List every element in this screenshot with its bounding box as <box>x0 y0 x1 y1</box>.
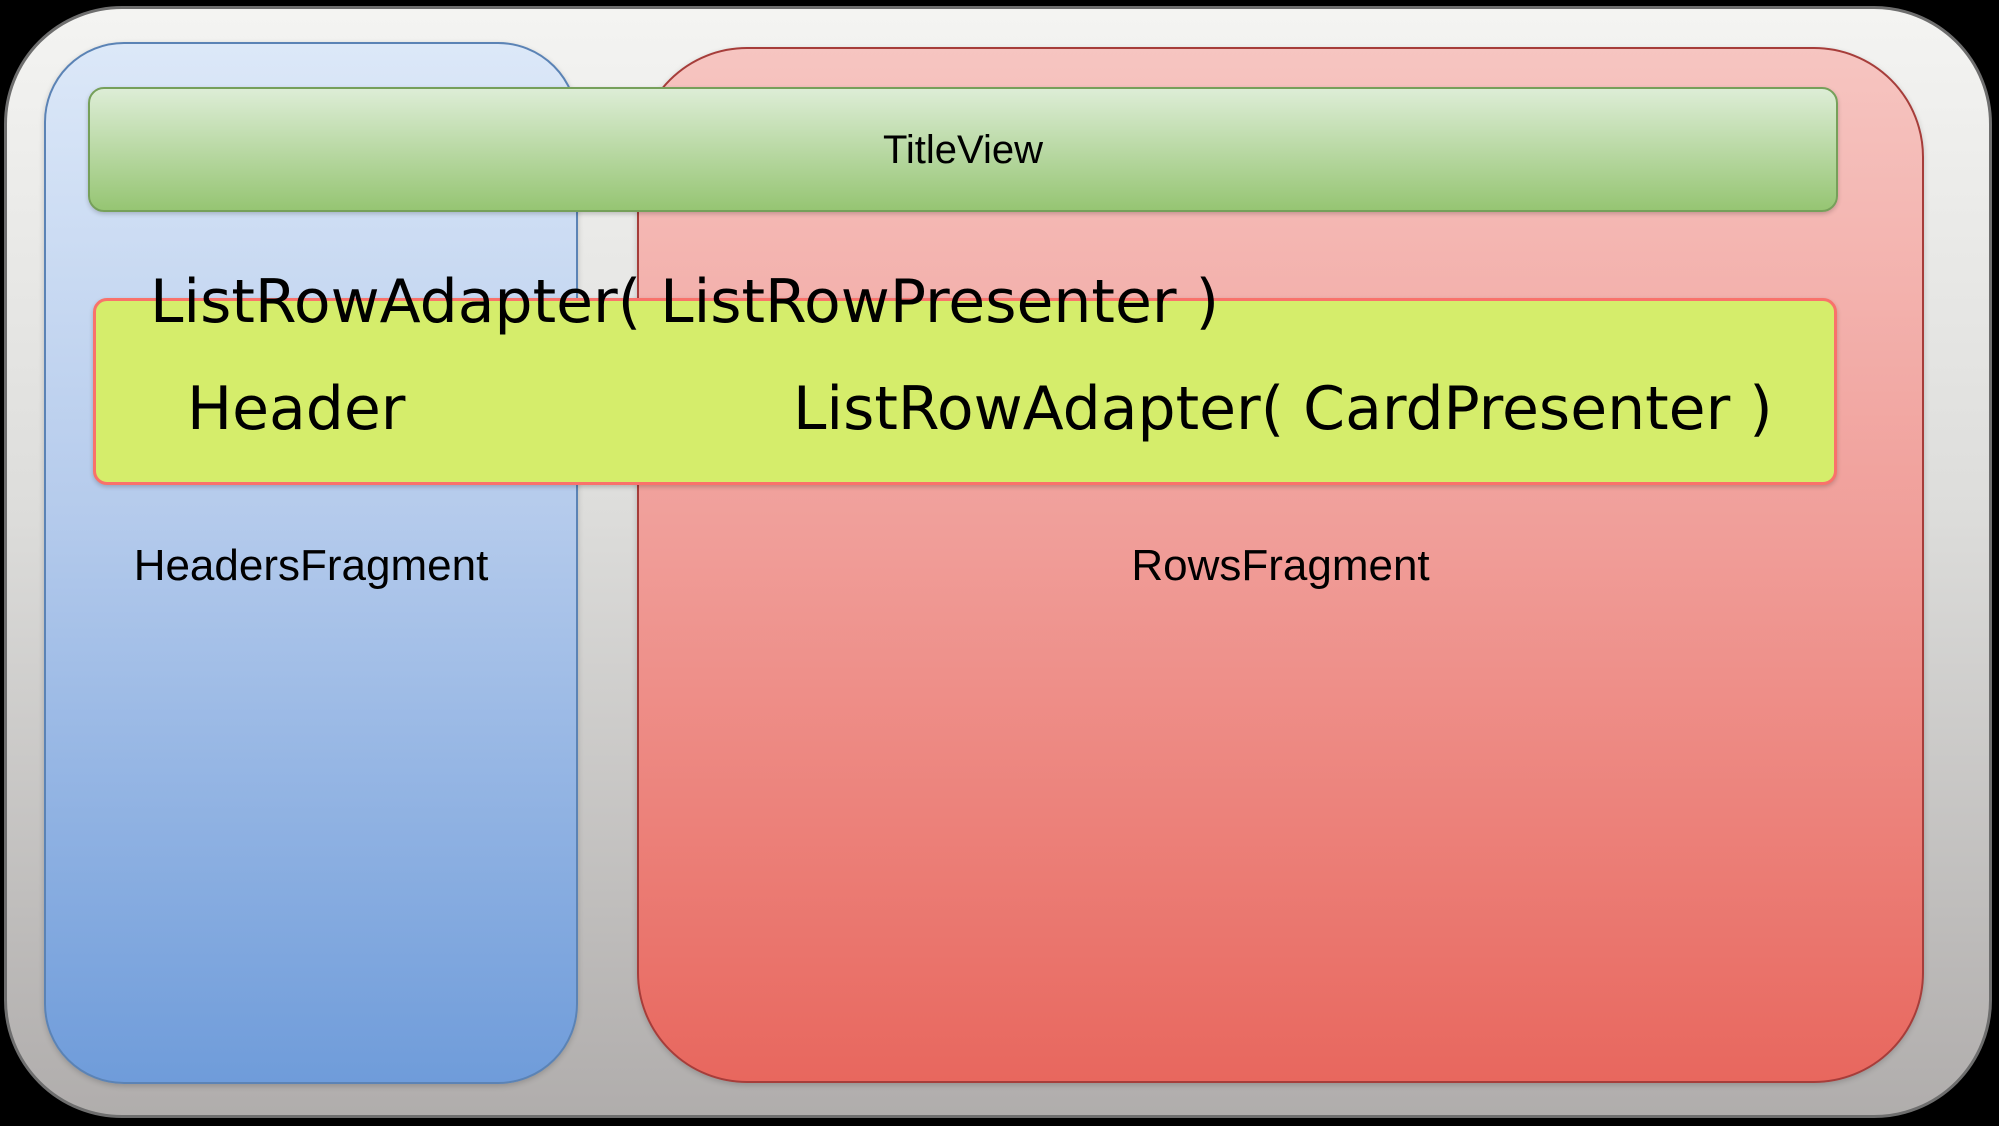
rows-fragment-label: RowsFragment <box>1131 541 1430 590</box>
header-label: Header <box>187 374 406 444</box>
card-presenter-label: ListRowAdapter( CardPresenter ) <box>793 374 1773 444</box>
adapter-row-bar <box>93 298 1837 485</box>
headers-fragment-label: HeadersFragment <box>133 541 489 590</box>
rows-fragment-box <box>637 47 1924 1083</box>
title-view-label: TitleView <box>882 127 1044 172</box>
title-view-bar: TitleView <box>88 87 1838 212</box>
list-row-presenter-label: ListRowAdapter( ListRowPresenter ) <box>150 267 1220 337</box>
headers-fragment-box <box>44 42 578 1084</box>
